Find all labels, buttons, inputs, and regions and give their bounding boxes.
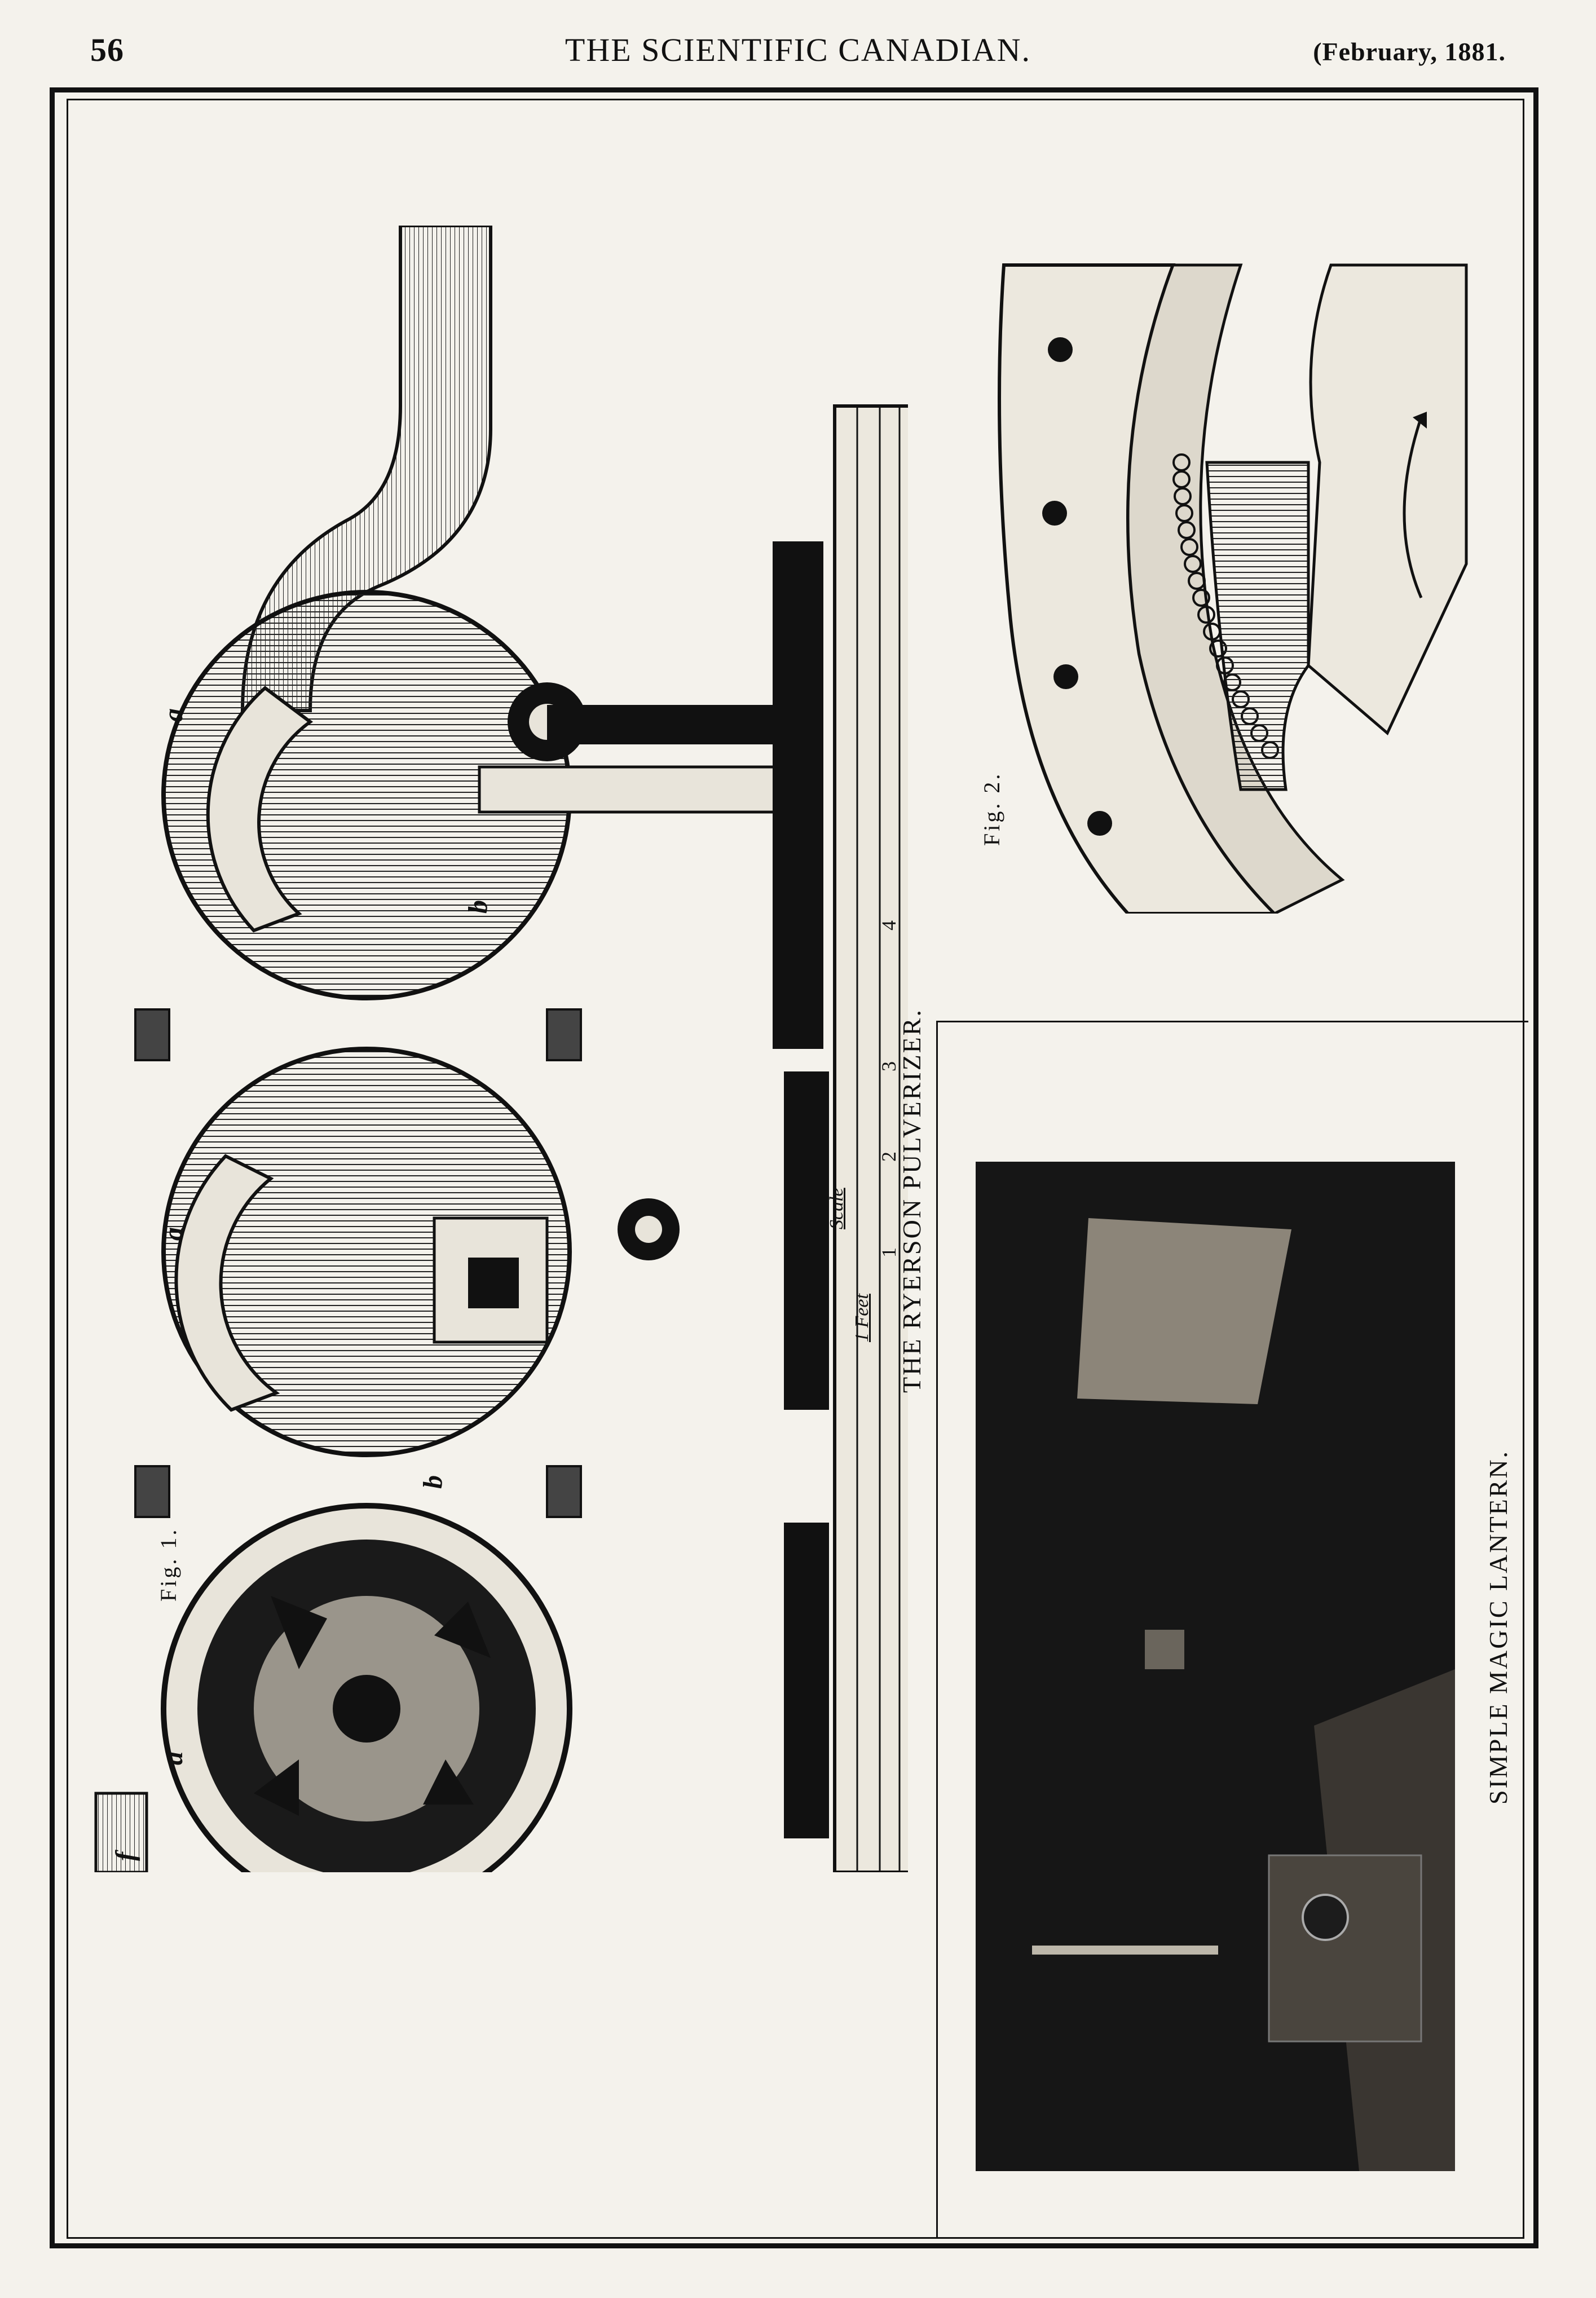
fig1-label: Fig. 1.: [156, 1527, 181, 1602]
pulverizer-caption: THE RYERSON PULVERIZER.: [897, 1008, 926, 1393]
lantern-caption: SIMPLE MAGIC LANTERN.: [1484, 1449, 1513, 1805]
part-letter-a-middle: a: [158, 1227, 188, 1241]
plate-inner-frame: [67, 99, 1524, 2239]
magic-lantern-engraving: [976, 1162, 1455, 2171]
drum-top-spiral: [206, 686, 314, 933]
scale-unit: 1 Feet: [852, 1294, 872, 1342]
fig2-label: Fig. 2.: [979, 771, 1004, 846]
part-letter-a-bottom: a: [158, 1752, 188, 1765]
plate-outer-frame: [50, 87, 1538, 2248]
part-letter-f: f: [111, 1852, 140, 1861]
lantern-plate-border-left: [936, 1021, 938, 2239]
pulverizer-engraving: [94, 226, 908, 1872]
scale-mark-4: 4: [878, 920, 900, 930]
lantern-plate-border-top: [936, 1021, 1528, 1022]
part-letter-b-middle: b: [418, 1475, 448, 1489]
part-letter-b-top: b: [463, 900, 493, 914]
fig2-section-drawing: [998, 263, 1468, 914]
page-number: 56: [90, 32, 124, 68]
drum-middle: [161, 1047, 572, 1457]
issue-date: (February, 1881.: [1313, 37, 1506, 66]
part-letter-a-top: a: [158, 708, 188, 722]
journal-title: THE SCIENTIFIC CANADIAN.: [565, 32, 1031, 68]
scale-bar: [833, 404, 908, 1872]
scale-label: Scale: [826, 1188, 847, 1229]
